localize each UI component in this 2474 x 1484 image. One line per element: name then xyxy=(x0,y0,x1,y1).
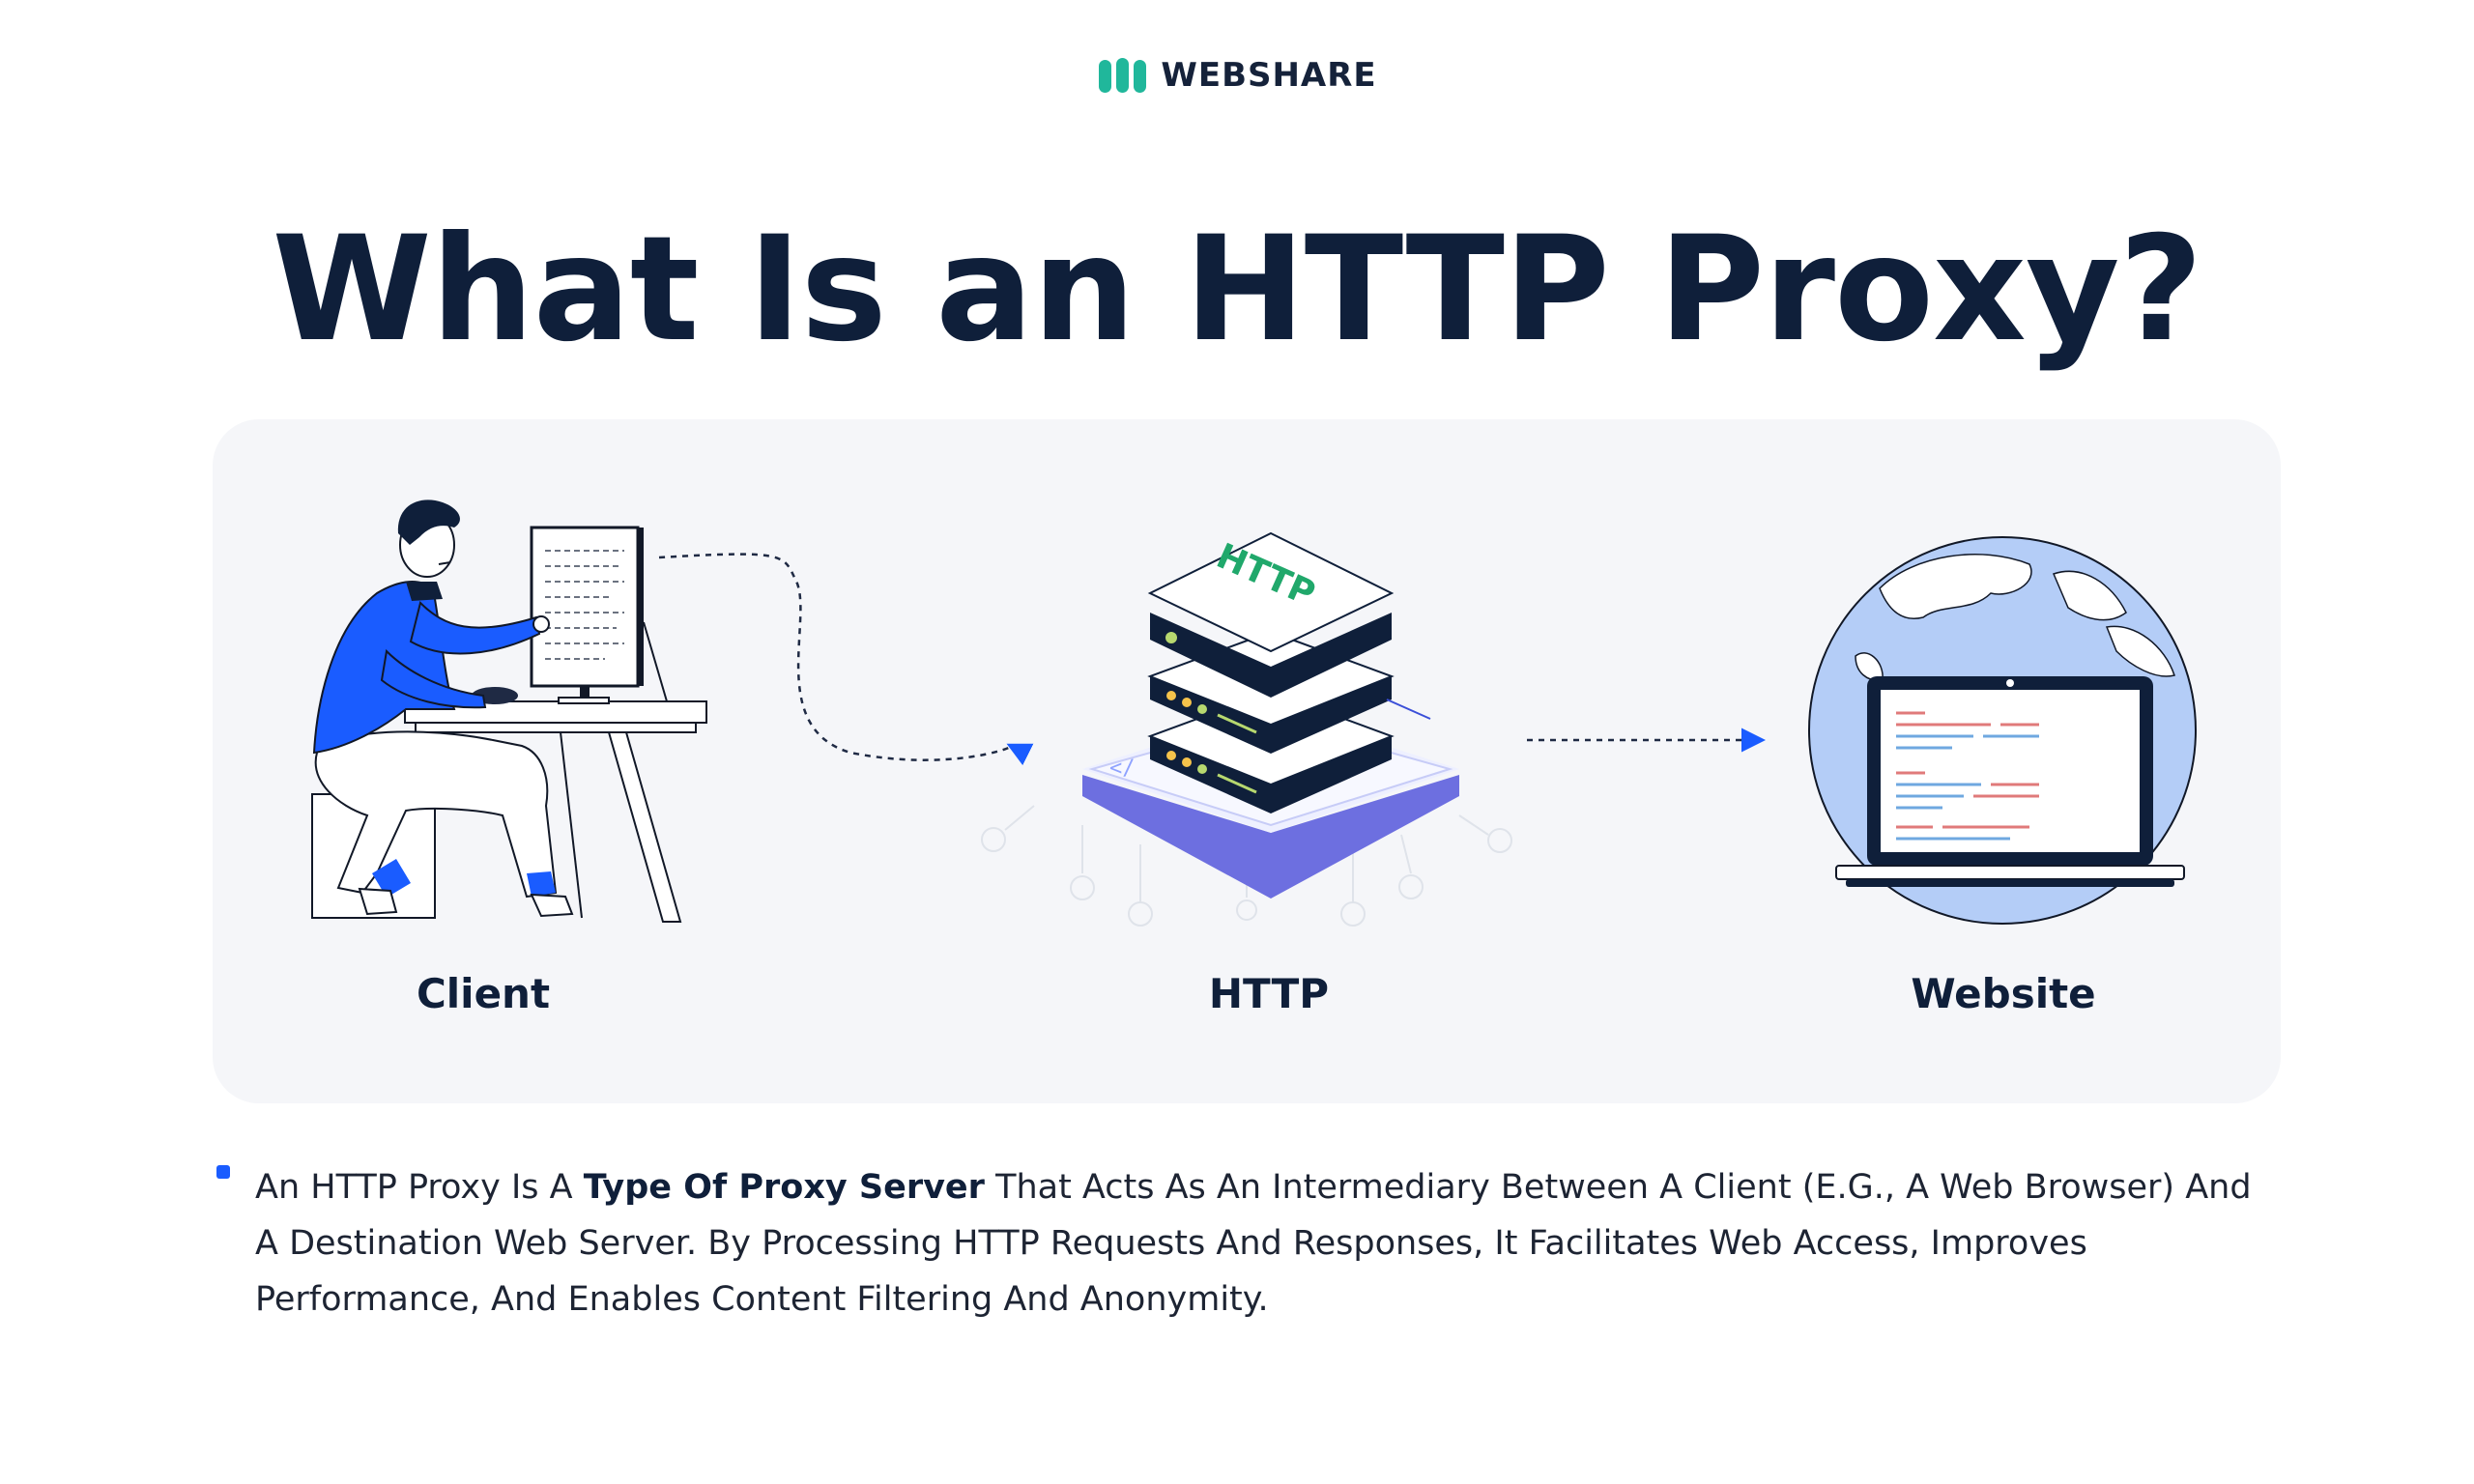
brand-name: WEBSHARE xyxy=(1161,56,1377,95)
description-part-2: That Acts As An Intermediary Between A C… xyxy=(255,1168,2252,1319)
node-label-website: Website xyxy=(1911,970,2096,1017)
page-title: What Is an HTTP Proxy? xyxy=(272,206,2202,374)
client-to-http-arrow xyxy=(658,553,1034,766)
client-illustration xyxy=(311,499,707,923)
svg-text:</: </ xyxy=(1109,756,1136,781)
bullet-marker xyxy=(216,1165,230,1179)
description-text: An HTTP Proxy Is A Type Of Proxy Server … xyxy=(255,1159,2285,1327)
description: An HTTP Proxy Is A Type Of Proxy Server … xyxy=(216,1159,2285,1327)
diagram: </ HTTP xyxy=(213,419,2281,1103)
website-illustration xyxy=(1808,536,2197,925)
http-server-illustration: </ HTTP xyxy=(981,531,1512,927)
description-part-1: An HTTP Proxy Is A xyxy=(255,1168,584,1207)
webshare-logo-icon xyxy=(1099,58,1147,93)
node-label-http: HTTP xyxy=(1208,970,1330,1017)
brand-logo: WEBSHARE xyxy=(0,56,2474,95)
description-bold: Type Of Proxy Server xyxy=(583,1168,985,1207)
node-label-client: Client xyxy=(416,970,551,1017)
